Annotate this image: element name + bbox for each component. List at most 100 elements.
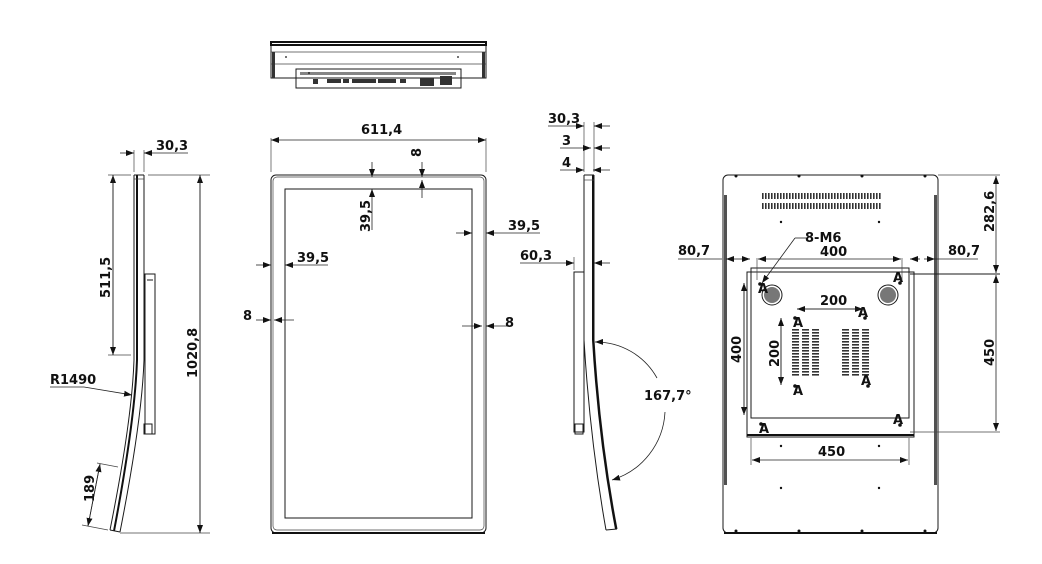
mount-hole-label: A: [793, 384, 803, 399]
vent-slot: [864, 203, 866, 209]
vent-slot: [798, 203, 800, 209]
vent-slot: [852, 344, 859, 346]
vent-slot: [822, 203, 824, 209]
dim-right-offset: 80,7: [948, 244, 980, 259]
mount-hole: [863, 316, 867, 320]
vent-slot: [792, 350, 799, 352]
vent-slot: [812, 350, 819, 352]
vent-slot: [792, 332, 799, 334]
vent-slot: [792, 341, 799, 343]
vent-slot: [812, 359, 819, 361]
dim-total-height: 1020,8: [186, 328, 201, 378]
screen-area: [284, 188, 473, 519]
vent-slot: [802, 329, 809, 331]
vent-slot: [783, 203, 785, 209]
port-panel: [295, 68, 462, 89]
vent-slot: [870, 203, 872, 209]
vent-slot: [862, 374, 869, 376]
vent-slot: [842, 341, 849, 343]
vent-slot: [852, 332, 859, 334]
dim-layer-b: 4: [562, 156, 571, 171]
connector-icon: [143, 423, 153, 435]
vent-slot: [792, 362, 799, 364]
dim-radius: R1490: [50, 373, 96, 388]
vent-slot: [870, 193, 872, 199]
vent-slot: [852, 347, 859, 349]
vent-slot: [768, 193, 770, 199]
vent-slot: [828, 193, 830, 199]
vent-slot: [867, 193, 869, 199]
vent-slot: [862, 356, 869, 358]
port-icon: [378, 79, 396, 83]
rear-housing: [144, 273, 156, 435]
mount-hole: [793, 316, 797, 320]
vent-slot: [846, 193, 848, 199]
bezel-outer: [270, 174, 487, 534]
vent-slot: [802, 365, 809, 367]
vent-slot: [842, 332, 849, 334]
vent-slot: [855, 203, 857, 209]
vent-slot: [842, 329, 849, 331]
vent-slot: [842, 374, 849, 376]
vent-slot: [849, 203, 851, 209]
vent-slot: [858, 203, 860, 209]
vent-slot: [861, 203, 863, 209]
vent-slot: [789, 203, 791, 209]
vent-slot: [837, 203, 839, 209]
vent-slot: [801, 193, 803, 199]
vent-slot: [792, 359, 799, 361]
vent-slot: [852, 353, 859, 355]
dim-bend-angle: 167,7°: [644, 389, 692, 404]
vent-slot: [792, 347, 799, 349]
mount-hole: [793, 384, 797, 388]
vent-slot: [842, 362, 849, 364]
dim-depth-left: 30,3: [156, 139, 188, 154]
vent-slot: [862, 335, 869, 337]
vent-slot: [802, 332, 809, 334]
vent-slot: [802, 362, 809, 364]
vent-slot: [852, 338, 859, 340]
vent-slot: [812, 347, 819, 349]
speaker-grille-right: [877, 284, 899, 306]
vent-slot: [792, 344, 799, 346]
vent-slot: [812, 374, 819, 376]
vent-slot: [795, 193, 797, 199]
vent-slot: [792, 353, 799, 355]
vent-slot: [807, 203, 809, 209]
mount-hole: [758, 282, 762, 286]
vent-slot: [813, 203, 815, 209]
vent-slot: [862, 347, 869, 349]
vent-slot: [852, 374, 859, 376]
port-vents: [300, 72, 456, 75]
vent-slot: [771, 203, 773, 209]
vent-slot: [852, 371, 859, 373]
port-icon: [400, 79, 406, 83]
dim-vesa-inner-height: 200: [768, 340, 783, 367]
vent-slot: [879, 193, 881, 199]
vent-slot: [812, 362, 819, 364]
vent-slot: [810, 203, 812, 209]
port-icon: [343, 79, 349, 83]
vent-slot: [812, 335, 819, 337]
vent-slot: [812, 353, 819, 355]
vent-slot: [789, 193, 791, 199]
dim-screen-margin-top: 39,5: [359, 200, 374, 232]
vent-slot: [786, 203, 788, 209]
dim-front-width: 611,4: [361, 123, 402, 138]
vent-slot: [852, 365, 859, 367]
vent-slot: [792, 193, 794, 199]
dim-bracket-depth: 60,3: [520, 249, 552, 264]
dim-top-offset: 282,6: [983, 191, 998, 232]
vent-slot: [795, 203, 797, 209]
vent-slot: [862, 368, 869, 370]
vent-slot: [867, 203, 869, 209]
vent-slot: [828, 203, 830, 209]
vent-slot: [802, 356, 809, 358]
speaker-grille-left: [761, 284, 783, 306]
mount-hole: [866, 384, 870, 388]
vent-slot: [852, 203, 854, 209]
vent-slot: [831, 193, 833, 199]
vent-slot: [816, 203, 818, 209]
vent-slot: [812, 329, 819, 331]
